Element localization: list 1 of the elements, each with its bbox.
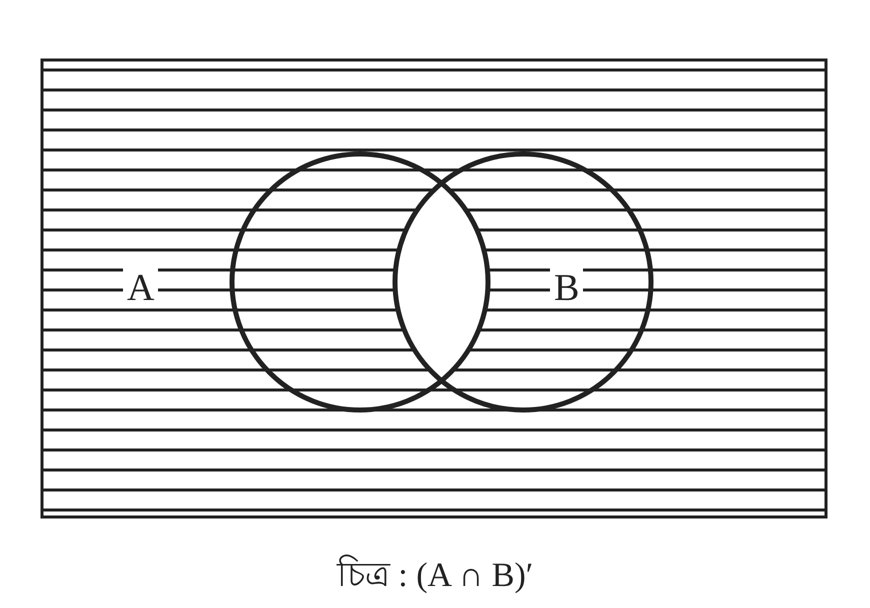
- caption: চিত্র : (A ∩ B)′: [336, 557, 534, 594]
